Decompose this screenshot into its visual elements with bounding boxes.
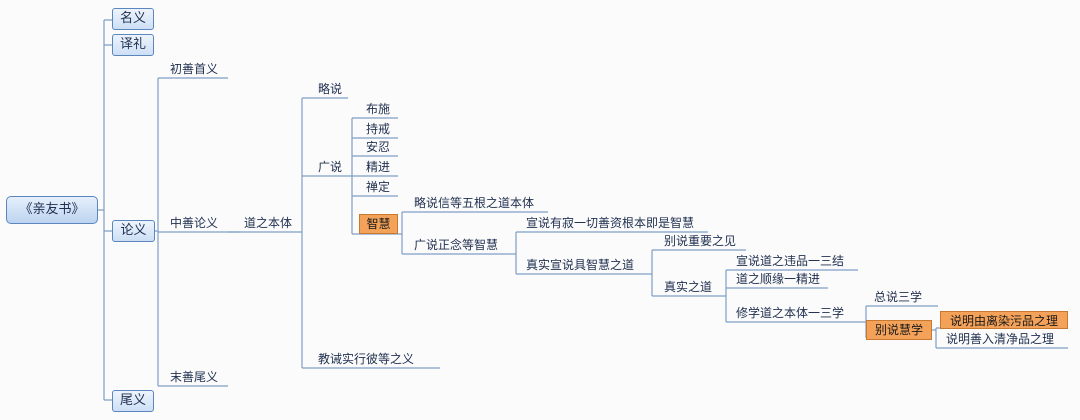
node-qingjing: 说明善入清净品之理 <box>946 332 1055 346</box>
node-paramita: 持戒 <box>366 122 391 136</box>
node-zongshuo: 总说三学 <box>874 290 923 304</box>
node-mingyi: 名义 <box>112 8 154 30</box>
node-paramita: 布施 <box>366 102 391 116</box>
node-xuanshuodao: 宣说道之违品一三结 <box>736 254 845 268</box>
node-chushan: 初善首义 <box>170 62 219 76</box>
node-shunyuan: 道之顺缘一精进 <box>736 272 821 286</box>
node-zhihui-highlight: 智慧 <box>359 214 398 234</box>
node-xiuxue: 修学道之本体一三学 <box>736 306 845 320</box>
node-lunyi: 论义 <box>112 220 155 242</box>
node-guangzheng: 广说正念等智慧 <box>414 238 499 252</box>
node-jiaojie: 教诫实行彼等之义 <box>318 352 415 366</box>
node-zhenshi: 真实宣说具智慧之道 <box>526 258 635 272</box>
node-paramita: 安忍 <box>366 140 391 154</box>
node-zhenshidao: 真实之道 <box>664 280 713 294</box>
node-zaran-highlight: 说明由离染污品之理 <box>940 311 1068 329</box>
node-paramita: 精进 <box>366 160 391 174</box>
node-moshan: 末善尾义 <box>170 370 219 384</box>
node-yili: 译礼 <box>112 34 154 56</box>
node-guangshuo: 广说 <box>318 160 343 174</box>
node-daozhi: 道之本体 <box>244 216 293 230</box>
node-luexin: 略说信等五根之道本体 <box>414 196 535 210</box>
node-weiyi: 尾义 <box>112 390 154 412</box>
node-paramita: 禅定 <box>366 180 391 194</box>
node-bieshuo: 别说重要之见 <box>664 234 737 248</box>
root-node: 《亲友书》 <box>6 196 98 224</box>
node-zhongshan: 中善论义 <box>170 216 219 230</box>
node-lueshuo: 略说 <box>318 82 343 96</box>
node-bieshuohui-highlight: 别说慧学 <box>866 320 932 340</box>
node-xuanshuo: 宣说有寂一切善资根本即是智慧 <box>526 216 695 230</box>
